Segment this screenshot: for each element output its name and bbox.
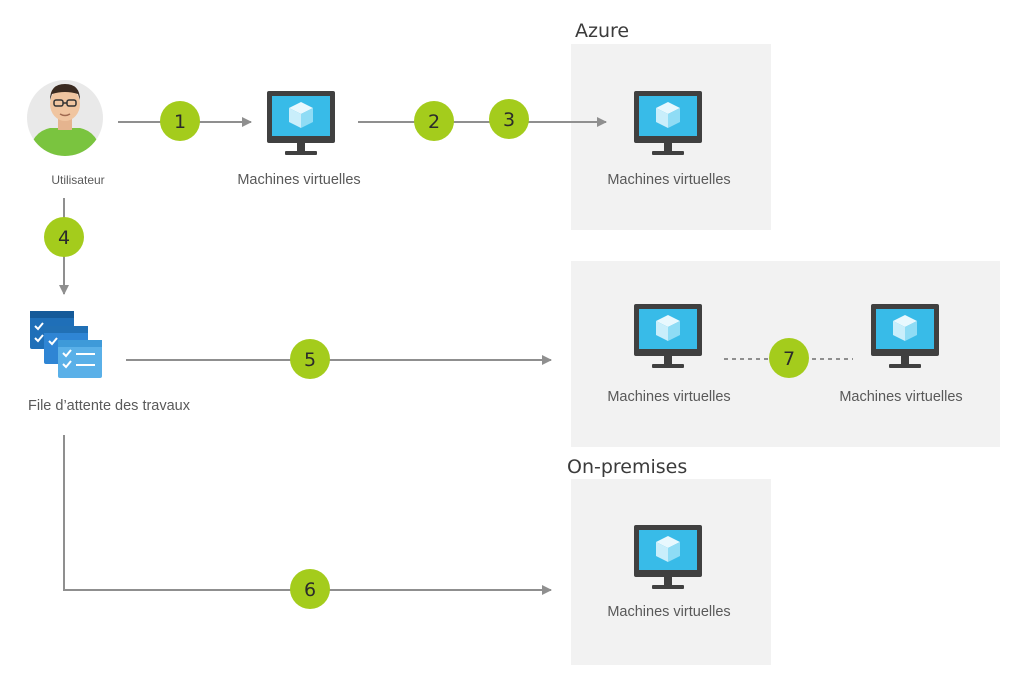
step-badge-6: 6 <box>290 569 330 609</box>
svg-text:3: 3 <box>503 109 515 131</box>
svg-text:6: 6 <box>304 579 316 601</box>
svg-text:1: 1 <box>174 111 186 133</box>
vm-cluster-a-label: Machines virtuelles <box>607 389 730 405</box>
azure-region-title: Azure <box>575 20 629 42</box>
vm-azure-label: Machines virtuelles <box>607 172 730 188</box>
svg-text:2: 2 <box>428 111 440 133</box>
vm-cluster-b-label: Machines virtuelles <box>839 389 962 405</box>
connector-queue-to-onprem <box>63 435 552 595</box>
step-badge-2: 2 <box>414 101 454 141</box>
step-badge-4: 4 <box>44 217 84 257</box>
step-badge-1: 1 <box>160 101 200 141</box>
user-icon <box>27 80 103 156</box>
svg-text:4: 4 <box>58 227 70 249</box>
onprem-region-title: On-premises <box>567 456 687 478</box>
vm-local-label: Machines virtuelles <box>237 172 360 188</box>
job-queue-label: File d’attente des travaux <box>28 398 191 414</box>
job-queue-icon <box>30 311 102 378</box>
svg-text:7: 7 <box>783 348 795 370</box>
svg-text:5: 5 <box>304 349 316 371</box>
monitor-icon <box>267 91 335 155</box>
step-badge-3: 3 <box>489 99 529 139</box>
user-label: Utilisateur <box>51 173 104 187</box>
step-badge-5: 5 <box>290 339 330 379</box>
vm-onprem-label: Machines virtuelles <box>607 604 730 620</box>
step-badge-7: 7 <box>769 338 809 378</box>
